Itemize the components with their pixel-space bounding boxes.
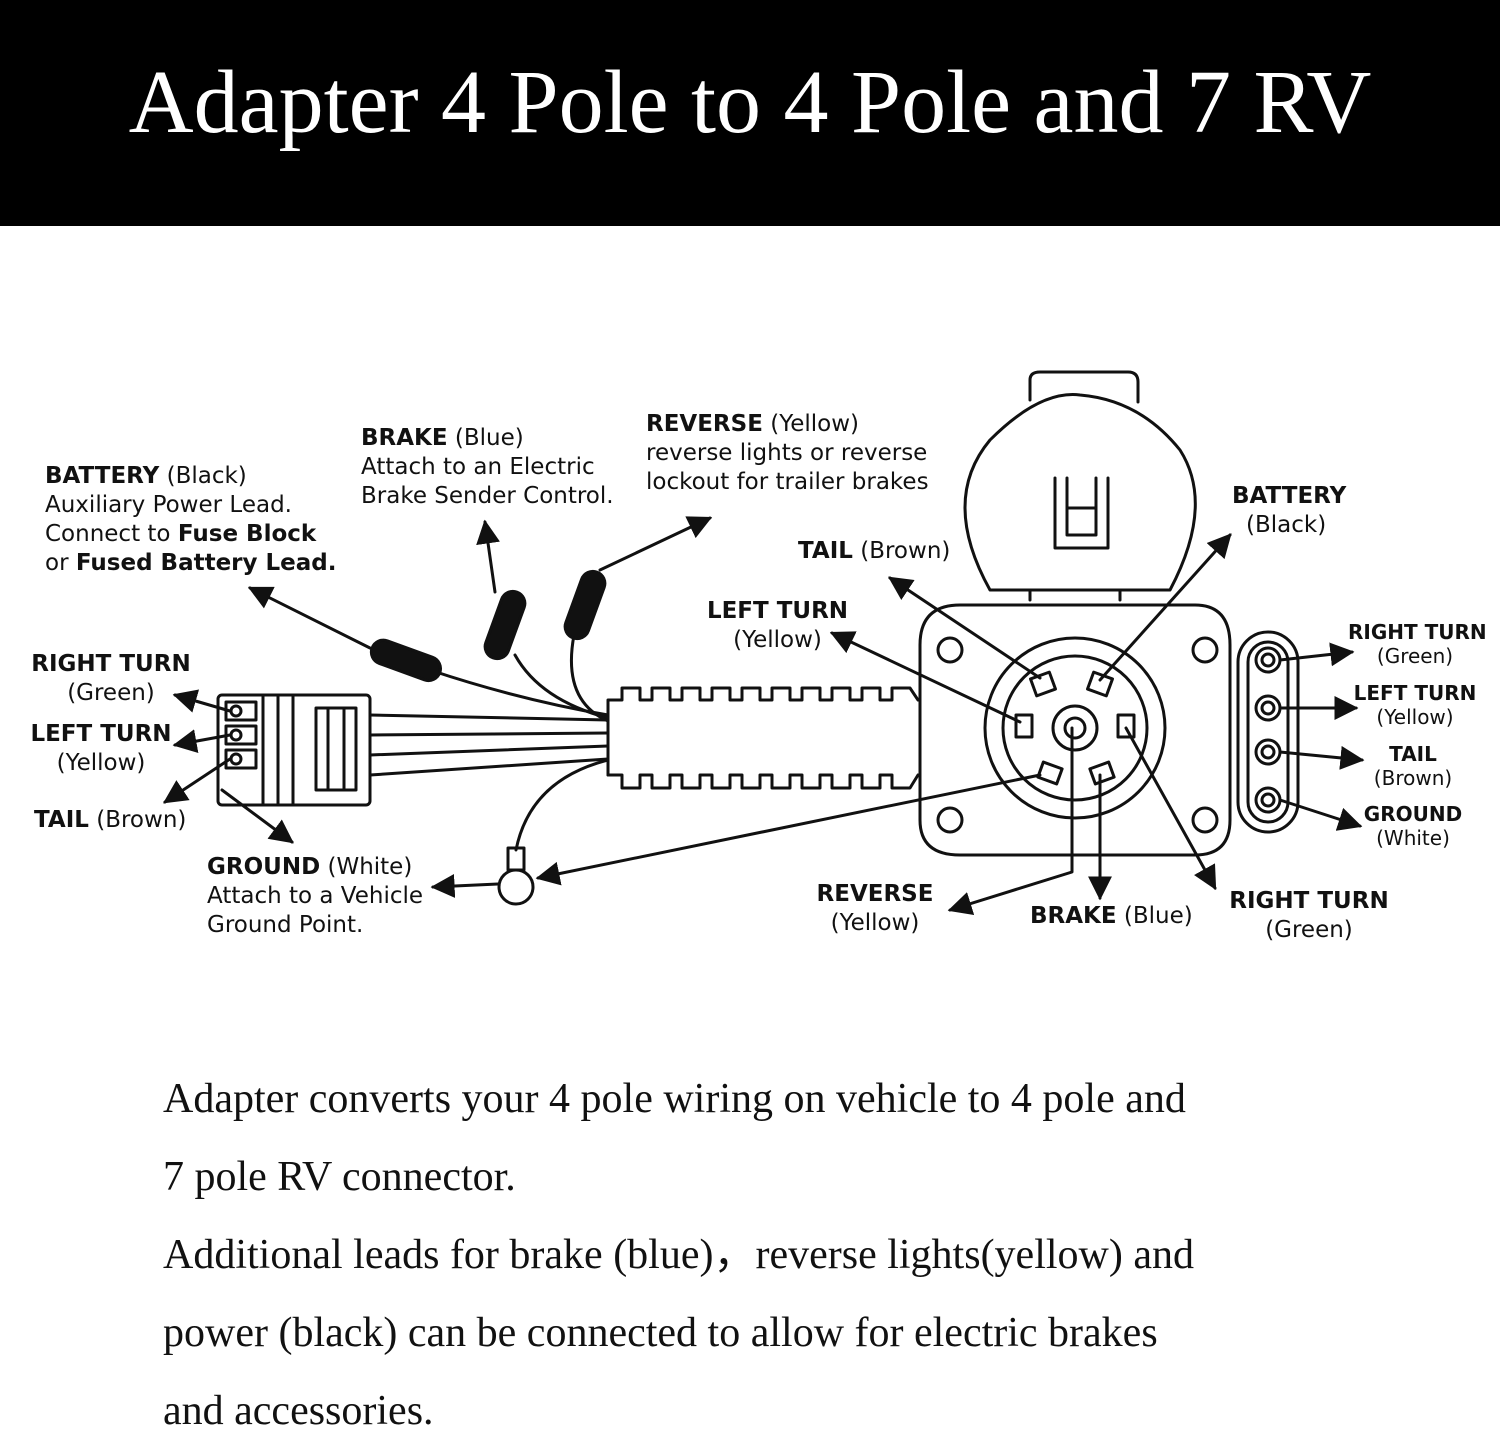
lead-wires [428, 628, 610, 852]
label-line: Connect to [45, 521, 178, 547]
label-tail-top: TAIL (Brown) [798, 537, 950, 566]
label-right-turn-bottom: RIGHT TURN (Green) [1228, 887, 1390, 945]
label-brake-bottom: BRAKE (Blue) [1030, 902, 1193, 931]
label-head: LEFT TURN [30, 721, 172, 747]
description-line: 7 pole RV connector. [163, 1154, 516, 1200]
label-head: RIGHT TURN [31, 651, 191, 677]
label-head: REVERSE [646, 411, 763, 437]
label-right-turn-4p: RIGHT TURN (Green) [1348, 620, 1487, 668]
page-title: Adapter 4 Pole to 4 Pole and 7 RV [128, 53, 1372, 152]
label-left-turn-mid: LEFT TURN (Yellow) [700, 597, 855, 655]
label-tail-left: TAIL (Brown) [34, 806, 186, 835]
label-head: RIGHT TURN [1348, 620, 1487, 644]
label-left-turn-left: LEFT TURN (Yellow) [30, 720, 172, 778]
label-head: GROUND [1363, 802, 1463, 826]
label-head: LEFT TURN [706, 598, 849, 624]
label-color: (Brown) [96, 807, 187, 833]
label-color: (Green) [1265, 917, 1353, 943]
description-line: and accessories. [163, 1388, 434, 1434]
label-line: Attach to a Vehicle [207, 883, 424, 909]
label-head: BRAKE [361, 425, 448, 451]
label-line: lockout for trailer brakes [646, 469, 929, 495]
wire-sleeve [606, 686, 920, 790]
label-color: (Brown) [860, 538, 951, 564]
ground-ring-terminal [497, 846, 535, 906]
label-brake-top: BRAKE (Blue) Attach to an Electric Brake… [361, 424, 614, 511]
description: Adapter converts your 4 pole wiring on v… [163, 1060, 1403, 1450]
label-color: (Yellow) [56, 750, 146, 776]
label-left-turn-4p: LEFT TURN (Yellow) [1352, 681, 1478, 729]
reverse-bullet-connector [563, 569, 607, 641]
wiring-diagram [162, 370, 1365, 916]
label-head: TAIL [1389, 742, 1437, 766]
label-color: (White) [327, 854, 413, 880]
label-head: BRAKE [1030, 903, 1117, 929]
label-color: (Yellow) [1376, 705, 1454, 729]
description-line: Adapter converts your 4 pole wiring on v… [163, 1076, 1186, 1122]
label-head: REVERSE [816, 881, 934, 907]
label-bold: Fused Battery Lead. [75, 550, 337, 576]
label-line: Attach to an Electric [361, 454, 595, 480]
label-head: LEFT TURN [1353, 681, 1477, 705]
label-color: (Blue) [1123, 903, 1193, 929]
label-line: Auxiliary Power Lead. [45, 492, 292, 518]
label-line: Brake Sender Control. [361, 483, 614, 509]
callout-arrows [162, 516, 1365, 916]
label-battery-left: BATTERY (Black) Auxiliary Power Lead. Co… [45, 462, 337, 578]
description-line: power (black) can be connected to allow … [163, 1310, 1158, 1356]
description-line: Additional leads for brake (blue)，revers… [163, 1232, 1194, 1278]
label-reverse-bottom: REVERSE (Yellow) [815, 880, 935, 938]
label-right-turn-left: RIGHT TURN (Green) [30, 650, 192, 708]
label-color: (Yellow) [830, 910, 920, 936]
label-color: (Black) [1246, 512, 1327, 538]
brake-bullet-connector [483, 589, 527, 661]
label-head: TAIL [798, 538, 853, 564]
label-bold: Fuse Block [177, 521, 317, 547]
label-head: BATTERY [1232, 483, 1347, 509]
label-head: BATTERY [45, 463, 160, 489]
label-tail-4p: TAIL (Brown) [1368, 742, 1458, 790]
label-color: (Green) [1376, 644, 1454, 668]
label-battery-right: BATTERY (Black) [1232, 482, 1346, 540]
label-color: (Yellow) [770, 411, 859, 437]
label-line: Ground Point. [207, 912, 364, 938]
label-color: (Blue) [454, 425, 524, 451]
label-color: (Green) [67, 680, 155, 706]
label-color: (Yellow) [733, 627, 822, 653]
title-banner: Adapter 4 Pole to 4 Pole and 7 RV [0, 0, 1500, 226]
label-reverse-top: REVERSE (Yellow) reverse lights or rever… [646, 410, 929, 497]
label-ground-4p: GROUND (White) [1358, 802, 1468, 850]
label-color: (Brown) [1373, 766, 1453, 790]
four-pole-plug [216, 693, 372, 807]
label-head: GROUND [207, 854, 321, 880]
label-color: (White) [1376, 826, 1450, 850]
label-head: RIGHT TURN [1229, 888, 1389, 914]
seven-pole-socket [918, 370, 1232, 857]
label-line: or [45, 550, 76, 576]
label-line: reverse lights or reverse [646, 440, 928, 466]
label-ground-bottom: GROUND (White) Attach to a Vehicle Groun… [207, 853, 423, 940]
label-head: TAIL [34, 807, 89, 833]
main-wires [368, 713, 610, 777]
battery-fuse-holder [369, 638, 442, 683]
label-color: (Black) [166, 463, 247, 489]
